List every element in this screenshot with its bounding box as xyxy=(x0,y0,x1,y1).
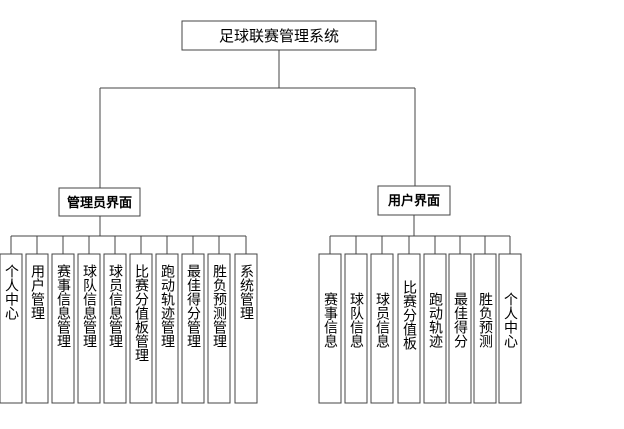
user-leaf-box xyxy=(397,253,421,404)
admin-leaf: 比赛分值板管理 xyxy=(129,236,153,404)
user-leaf: 胜负预测 xyxy=(473,236,497,404)
user-label: 用户界面 xyxy=(387,193,440,209)
user-leaf-box xyxy=(498,253,522,404)
user-leaf-label: 个人中心 xyxy=(502,292,518,348)
user-box xyxy=(377,185,451,216)
admin-leaf-label: 胜负预测管理 xyxy=(211,264,227,348)
admin-leaf-box xyxy=(207,253,231,404)
user-leaf: 球队信息 xyxy=(344,236,368,404)
root-node: 足球联赛管理系统 xyxy=(181,20,377,51)
admin-leaf-label: 比赛分值板管理 xyxy=(133,264,149,362)
admin-group: 管理员界面 xyxy=(58,187,141,217)
user-group: 用户界面 xyxy=(377,185,451,216)
admin-leaf: 最佳得分管理 xyxy=(181,236,205,404)
admin-leaf-label: 用户管理 xyxy=(29,264,45,320)
user-leaf-label: 最佳得分 xyxy=(452,292,468,349)
admin-leaf-box xyxy=(155,253,179,404)
admin-leaf: 跑动轨迹管理 xyxy=(155,236,179,404)
admin-leaf-box xyxy=(0,253,23,404)
admin-leaf: 球员信息管理 xyxy=(103,236,127,404)
user-leaf: 赛事信息 xyxy=(318,236,342,404)
admin-leaf-label: 球员信息管理 xyxy=(107,264,123,348)
user-leaf-label: 跑动轨迹 xyxy=(427,292,443,349)
user-leaf: 球员信息 xyxy=(370,236,394,404)
admin-leaf-label: 个人中心 xyxy=(3,264,19,320)
admin-label: 管理员界面 xyxy=(67,195,132,211)
root-box xyxy=(181,20,377,51)
admin-leaves: 个人中心 用户管理 赛事信息管理 球队信息管理 球员信息管理 比赛分值板管理 xyxy=(0,216,258,404)
admin-leaf-box xyxy=(234,253,258,404)
admin-leaf: 球队信息管理 xyxy=(77,236,101,404)
user-leaf-box xyxy=(473,253,497,404)
user-leaf: 最佳得分 xyxy=(448,236,472,404)
admin-leaf-label: 跑动轨迹管理 xyxy=(159,264,175,348)
admin-leaf-box xyxy=(129,253,153,404)
user-leaf: 跑动轨迹 xyxy=(423,236,447,404)
user-leaf-label: 比赛分值板 xyxy=(401,280,417,350)
user-leaf-box xyxy=(448,253,472,404)
admin-leaf: 赛事信息管理 xyxy=(51,236,75,404)
admin-leaf-box xyxy=(103,253,127,404)
user-leaf-box xyxy=(370,253,394,404)
user-leaf-label: 球队信息 xyxy=(348,292,364,348)
user-leaf-box xyxy=(318,253,342,404)
admin-leaf-box xyxy=(181,253,205,404)
admin-leaf-label: 球队信息管理 xyxy=(81,264,97,348)
admin-leaf: 个人中心 xyxy=(0,236,23,404)
user-leaf-box xyxy=(423,253,447,404)
user-leaves: 赛事信息 球队信息 球员信息 比赛分值板 跑动轨迹 最佳得分 xyxy=(318,215,522,404)
admin-leaf-box xyxy=(25,253,49,404)
root-label: 足球联赛管理系统 xyxy=(219,27,339,45)
admin-leaf-box xyxy=(77,253,101,404)
user-leaf: 个人中心 xyxy=(498,236,522,404)
admin-leaf: 胜负预测管理 xyxy=(207,236,231,404)
admin-leaf-label: 赛事信息管理 xyxy=(55,264,71,348)
user-leaf-box xyxy=(344,253,368,404)
user-leaf-label: 胜负预测 xyxy=(477,292,493,348)
admin-leaf: 用户管理 xyxy=(25,236,49,404)
admin-leaf-label: 最佳得分管理 xyxy=(185,264,201,348)
admin-leaf: 系统管理 xyxy=(234,236,258,404)
admin-leaf-box xyxy=(51,253,75,404)
user-leaf-label: 球员信息 xyxy=(374,292,390,348)
root-connectors xyxy=(99,50,416,188)
user-leaf: 比赛分值板 xyxy=(397,236,421,404)
user-leaf-label: 赛事信息 xyxy=(322,292,338,348)
admin-leaf-label: 系统管理 xyxy=(238,264,254,320)
